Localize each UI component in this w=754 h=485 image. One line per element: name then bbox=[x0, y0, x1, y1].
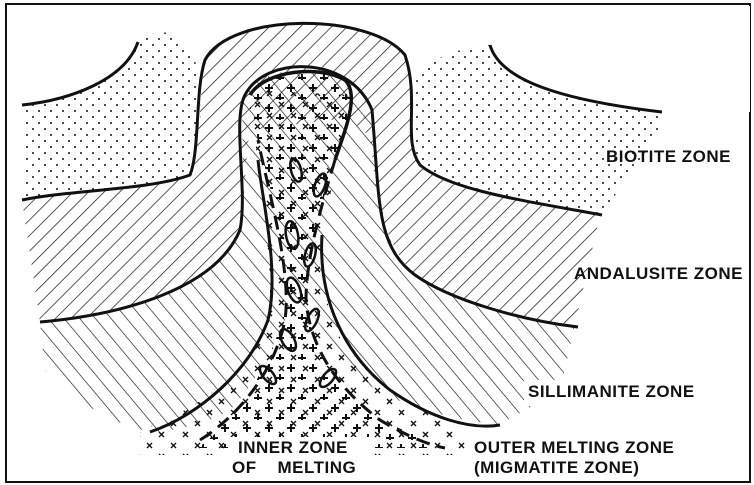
label-sillimanite-zone: SILLIMANITE ZONE bbox=[528, 383, 695, 401]
label-outer-melting-zone: OUTER MELTING ZONE bbox=[474, 439, 674, 457]
label-of-melting: OF MELTING bbox=[232, 459, 356, 477]
label-migmatite-zone: (MIGMATITE ZONE) bbox=[474, 459, 639, 477]
label-biotite-zone: BIOTITE ZONE bbox=[606, 148, 731, 166]
label-andalusite-zone: ANDALUSITE ZONE bbox=[574, 265, 743, 283]
label-inner-zone: INNER ZONE bbox=[238, 439, 348, 457]
